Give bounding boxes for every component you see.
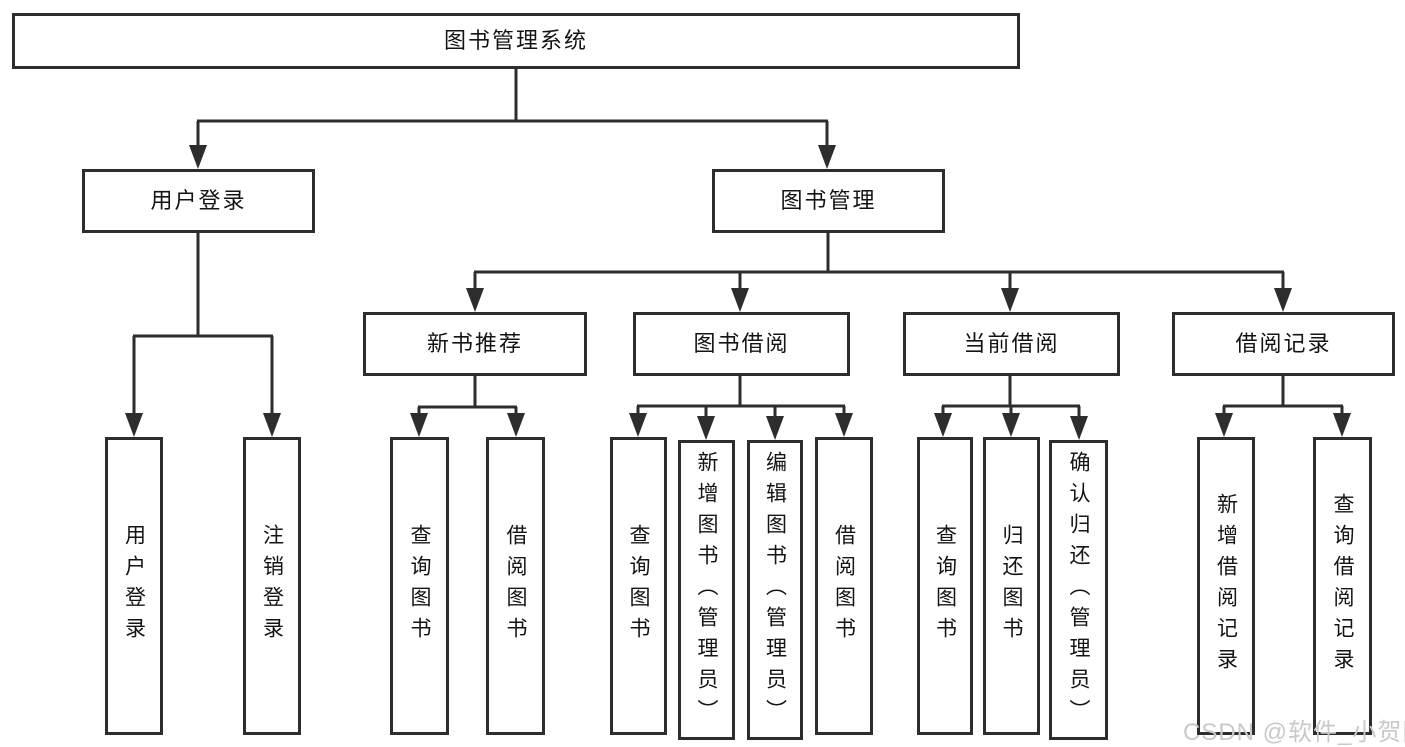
- node-label: 用户登录: [122, 524, 146, 648]
- leaf-edit-books-admin: 编辑图书（管理员）: [747, 440, 803, 740]
- node-label: 图书管理: [780, 188, 877, 213]
- leaf-user-login: 用户登录: [105, 437, 163, 735]
- leaf-borrow-books-recommend: 借阅图书: [486, 437, 545, 735]
- node-borrowing-records: 借阅记录: [1172, 312, 1395, 376]
- node-label: 编辑图书（管理员）: [763, 450, 787, 730]
- node-label: 用户登录: [150, 188, 247, 213]
- node-label: 借阅记录: [1235, 331, 1332, 356]
- node-user-login-branch: 用户登录: [82, 169, 315, 233]
- leaf-query-books-recommend: 查询图书: [390, 437, 449, 735]
- leaf-borrow-books: 借阅图书: [815, 437, 873, 735]
- node-label: 新增图书（管理员）: [695, 450, 718, 730]
- leaf-add-books-admin: 新增图书（管理员）: [678, 440, 735, 740]
- node-label: 图书管理系统: [443, 28, 588, 53]
- node-label: 查询图书: [408, 524, 431, 648]
- leaf-logout: 注销登录: [243, 437, 301, 735]
- leaf-query-borrow-record: 查询借阅记录: [1313, 437, 1372, 735]
- node-book-management: 图书管理: [712, 169, 945, 233]
- node-new-book-recommend: 新书推荐: [363, 312, 587, 376]
- leaf-add-borrow-record: 新增借阅记录: [1197, 437, 1255, 735]
- node-label: 注销登录: [260, 524, 284, 648]
- node-library-system: 图书管理系统: [12, 13, 1020, 69]
- node-label: 查询借阅记录: [1331, 493, 1354, 679]
- csdn-watermark: CSDN @软件_小贺同学: [1183, 719, 1405, 746]
- node-label: 归还图书: [1000, 524, 1023, 648]
- node-book-borrowing: 图书借阅: [633, 312, 850, 376]
- leaf-query-books-current: 查询图书: [917, 437, 973, 735]
- node-current-borrowing: 当前借阅: [903, 312, 1120, 376]
- node-label: 新增借阅记录: [1214, 493, 1238, 679]
- leaf-query-books-borrow: 查询图书: [610, 437, 667, 735]
- node-label: 借阅图书: [832, 524, 856, 648]
- node-label: 图书借阅: [693, 331, 790, 356]
- node-label: 新书推荐: [426, 331, 523, 356]
- node-label: 借阅图书: [504, 524, 527, 648]
- leaf-confirm-return-admin: 确认归还（管理员）: [1049, 440, 1108, 740]
- node-label: 查询图书: [933, 524, 957, 648]
- leaf-return-books: 归还图书: [983, 437, 1040, 735]
- node-label: 查询图书: [627, 524, 650, 648]
- node-label: 确认归还（管理员）: [1067, 450, 1090, 730]
- node-label: 当前借阅: [963, 331, 1060, 356]
